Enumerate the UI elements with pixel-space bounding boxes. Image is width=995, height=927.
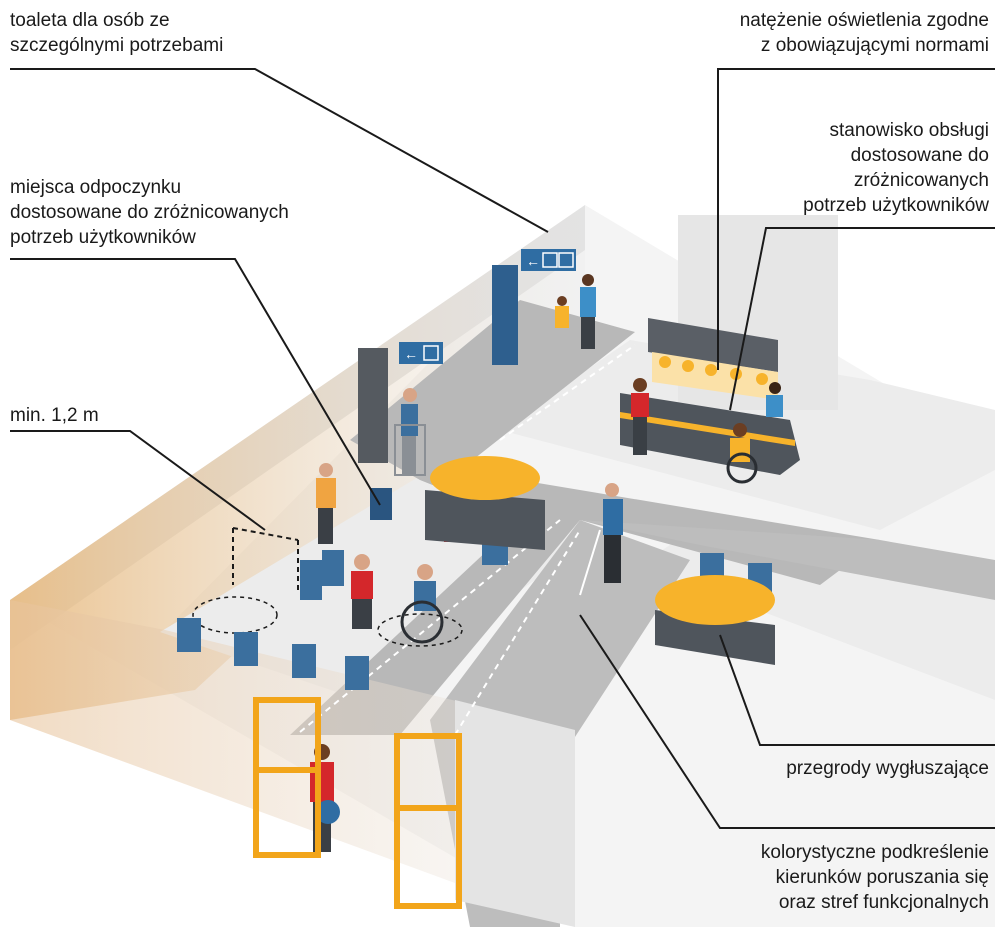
svg-text:←: ← [404, 346, 418, 362]
right-zone-floor [640, 525, 995, 700]
chair-row-middle [300, 550, 344, 600]
dashed-line-right [454, 529, 581, 736]
entrance-door-left [253, 697, 321, 858]
front-wall-right [455, 700, 575, 927]
sound-barrier-planter-back [425, 456, 545, 550]
min-width-marker [232, 527, 299, 590]
wheelchair-icon [558, 252, 574, 268]
arrow-left-icon: ← [526, 253, 540, 269]
person-adult-child [555, 274, 596, 349]
dashed-line-left [299, 519, 561, 733]
leader-lighting [717, 68, 995, 370]
toilet-door-lower [358, 348, 388, 463]
label-rest-seats: miejsca odpoczynku dostosowane do zróżni… [10, 177, 289, 248]
walkway-main [290, 300, 880, 735]
leader-service [729, 227, 995, 411]
leader-colour [579, 614, 995, 829]
label-min-width: min. 1,2 m [10, 405, 99, 426]
leader-rest [10, 258, 381, 506]
service-desk [620, 393, 800, 475]
person-seated-wheelchair [400, 564, 444, 644]
person-seated-woman [351, 554, 373, 629]
label-colour-accent: kolorystyczne podkreślenie kierunków por… [760, 842, 989, 913]
label-lighting: natężenie oświetlenia zgodne z obowiązuj… [739, 10, 989, 56]
person-cane [316, 463, 336, 544]
toilet-sign-upper: ← [521, 249, 576, 271]
label-service-desk: stanowisko obsługi dostosowane do zróżni… [803, 120, 989, 216]
light-fixture [648, 318, 778, 372]
dashed-line-service [499, 344, 636, 441]
leader-lines [10, 68, 995, 829]
leader-barriers [719, 634, 995, 746]
chair-row-front [177, 618, 369, 690]
turning-circle-wheelchair [377, 613, 463, 647]
toilet-icon [542, 252, 558, 268]
desk-highlight-strip [620, 412, 795, 446]
person-walker [394, 388, 426, 476]
leader-toilet [10, 68, 549, 233]
label-toilet: toaleta dla osób ze szczególnymi potrzeb… [10, 10, 224, 56]
front-wall [10, 600, 575, 927]
label-sound-barriers: przegrody wygłuszające [786, 758, 989, 779]
leader-min [10, 430, 266, 531]
person-clerk [766, 382, 783, 417]
sound-barrier-planter-right [655, 575, 775, 665]
toilet-sign-lower: ← [399, 342, 443, 364]
person-at-desk [631, 378, 649, 455]
person-blind-with-cane [579, 483, 623, 596]
person-wheelchair-desk [726, 423, 758, 484]
entrance-door-right [394, 733, 462, 909]
toilet-door-upper [492, 265, 518, 365]
left-gradient-wall [10, 205, 585, 720]
walkway-right [580, 520, 995, 600]
